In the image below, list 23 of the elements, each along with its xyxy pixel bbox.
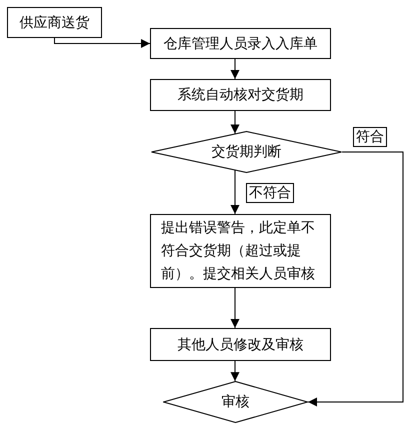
step-text: 其他人员修改及审核 bbox=[178, 336, 304, 354]
arrow bbox=[230, 288, 240, 328]
arrow bbox=[230, 360, 240, 382]
arrow bbox=[54, 38, 150, 48]
decision-text: 审核 bbox=[222, 393, 250, 411]
arrow bbox=[230, 110, 240, 134]
process-box bbox=[150, 79, 331, 111]
edge-label: 不符合 bbox=[246, 183, 294, 203]
arrow bbox=[230, 170, 240, 214]
edge-label: 符合 bbox=[353, 127, 387, 147]
step-text: 仓库管理人员录入入库单 bbox=[164, 34, 318, 52]
step-text: 提出错误警告，此定单不符合交货期（超过或提前）。提交相关人员审核 bbox=[161, 218, 316, 284]
decision-diamond bbox=[151, 131, 342, 173]
process-box bbox=[150, 28, 331, 59]
step-text: 系统自动核对交货期 bbox=[178, 86, 304, 104]
arrow bbox=[230, 58, 240, 80]
decision-diamond bbox=[163, 381, 308, 423]
step-text: 供应商送货 bbox=[20, 14, 90, 32]
process-box bbox=[7, 7, 102, 38]
decision-text: 交货期判断 bbox=[212, 143, 282, 161]
process-box bbox=[150, 328, 331, 361]
process-box bbox=[150, 214, 331, 288]
arrow bbox=[308, 152, 404, 406]
